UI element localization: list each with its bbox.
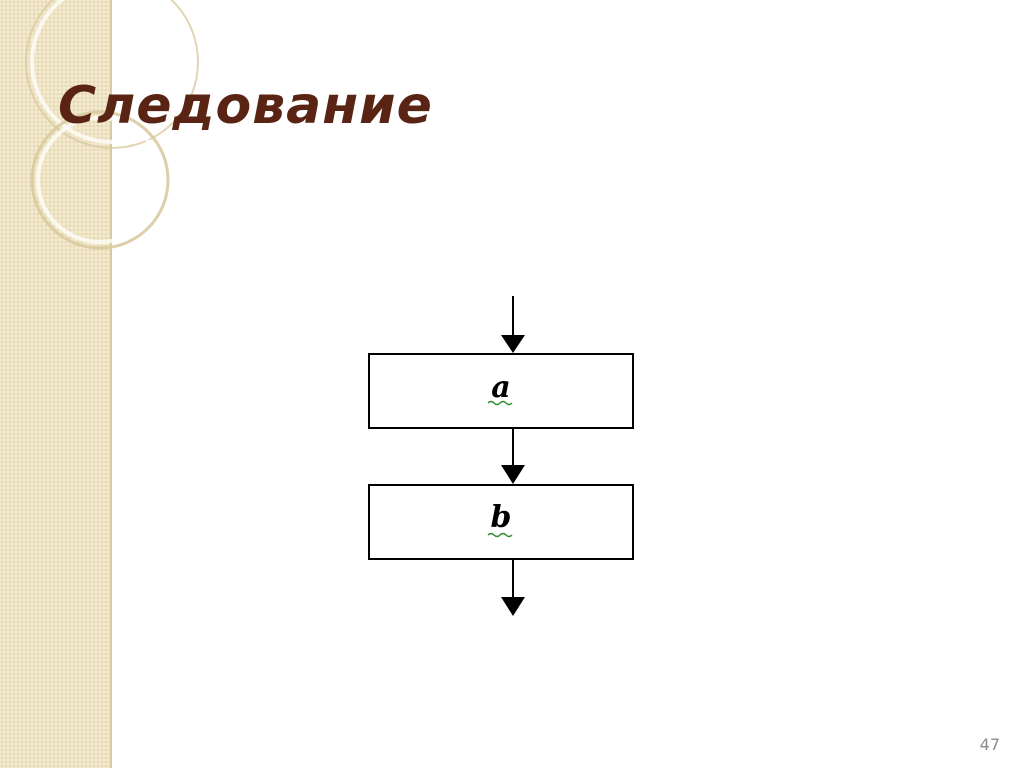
block-b-label: b	[491, 500, 512, 535]
process-block-b	[368, 484, 634, 560]
process-block-a	[368, 353, 634, 429]
page-number: 47	[979, 735, 1000, 754]
slide-title: Следование	[58, 76, 433, 136]
spellcheck-underline-a	[487, 400, 513, 406]
decorative-rings-icon	[25, 0, 199, 250]
arrow-out-head-icon	[501, 597, 525, 616]
arrow-in-head-icon	[501, 335, 525, 353]
spellcheck-underline-b	[487, 532, 513, 538]
block-a-label: a	[491, 370, 510, 405]
arrow-mid-head-icon	[501, 465, 525, 484]
